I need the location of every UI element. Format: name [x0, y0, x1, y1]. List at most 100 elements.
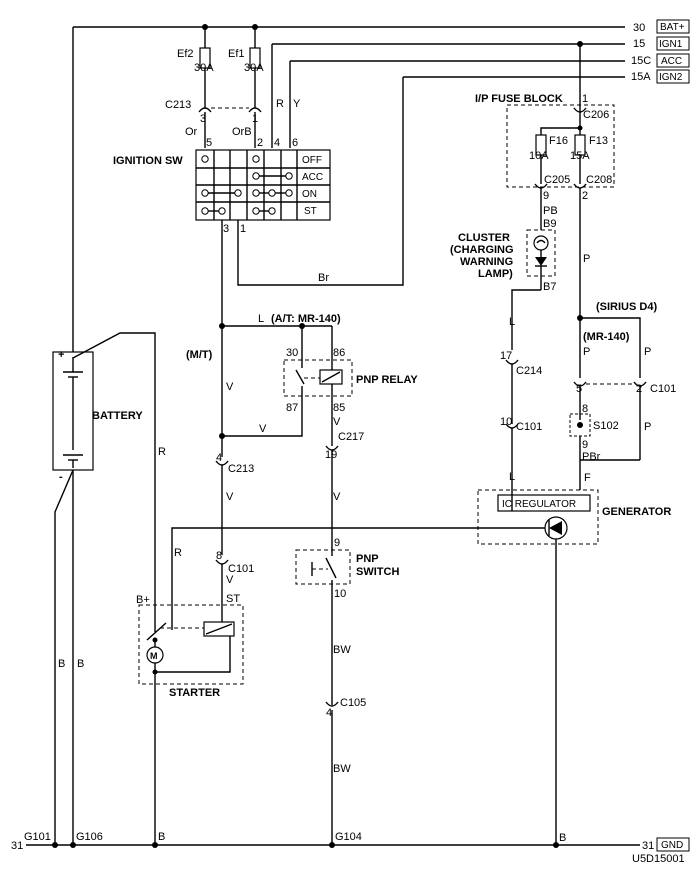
ip-fuse-block: I/P FUSE BLOCK 1 C206 F16 10A F13 15A C2…	[475, 44, 615, 202]
connector-c101-l-label: C101	[516, 421, 542, 433]
generator-title: GENERATOR	[602, 506, 671, 518]
wire-color-orb: OrB	[232, 126, 252, 138]
connector-c205-label: C205	[544, 174, 570, 186]
battery-title: BATTERY	[92, 410, 143, 422]
c101-pin-5: 5	[576, 383, 582, 395]
terminal-ign1: 15 IGN1	[633, 36, 690, 51]
c214-pin: 17	[500, 350, 512, 362]
c101-starter-pin: 8	[216, 550, 222, 562]
terminal-acc: 15C ACC	[631, 53, 690, 68]
cluster-charging-lamp: PB B9 CLUSTER (CHARGING WARNING LAMP) B7	[450, 188, 558, 293]
fuse-ef2: Ef2 30A	[177, 27, 214, 108]
starter-motor-label: M	[150, 651, 158, 661]
c205-pin-9: 9	[543, 190, 549, 202]
document-code: U5D15001	[632, 853, 685, 865]
c208-pin-2: 2	[582, 190, 588, 202]
connector-c105: C105 4 BW	[325, 697, 366, 845]
fuse-f13-name: F13	[589, 135, 608, 147]
ign-pin-4: 4	[274, 137, 280, 149]
fuse-ef1-rating: 30A	[244, 62, 264, 74]
wire-color-p3: P	[644, 346, 651, 358]
relay-pin-86: 86	[333, 347, 345, 359]
wire-color-pbr: PBr	[582, 451, 601, 463]
s102-pin-8: 8	[582, 403, 588, 415]
wire-color-p1: P	[583, 253, 590, 265]
terminal-ign2-label: IGN2	[659, 72, 683, 83]
starter-st-label: ST	[226, 593, 240, 605]
starter: B+ STARTER R M	[136, 527, 478, 845]
ign-position-off: OFF	[302, 155, 322, 166]
terminal-ign1-number: 15	[633, 38, 645, 50]
connector-c213-lower-label: C213	[228, 463, 254, 475]
wire-color-p2: P	[583, 346, 590, 358]
terminal-bat-label: BAT+	[660, 22, 685, 33]
fuse-f16-rating: 10A	[529, 150, 549, 162]
wire-color-r-top: R	[276, 98, 284, 110]
starter-title: STARTER	[169, 687, 220, 699]
cluster-title-2: (CHARGING	[450, 244, 514, 256]
wire-color-v3: V	[333, 416, 341, 428]
fuse-ef1: Ef1 30A	[228, 27, 264, 108]
battery-minus: -	[59, 471, 63, 483]
pnp-switch-title-1: PNP	[356, 553, 379, 565]
relay-pin-87: 87	[286, 402, 298, 414]
terminal-bat: 30 BAT+	[633, 19, 690, 34]
variant-sirius: (SIRIUS D4)	[596, 301, 657, 313]
ign-position-on: ON	[302, 189, 317, 200]
cluster-pin-b9: B9	[543, 218, 556, 230]
terminal-acc-label: ACC	[661, 56, 682, 67]
cluster-title-4: LAMP)	[478, 268, 513, 280]
fuse-block-pin-1: 1	[582, 93, 588, 105]
wire-color-y-top: Y	[293, 98, 301, 110]
fuse-ef2-name: Ef2	[177, 48, 194, 60]
wire-color-r-starter: R	[174, 547, 182, 559]
connector-c101-pp-label: C101	[650, 383, 676, 395]
wire-color-v1: V	[226, 381, 234, 393]
wire-color-l2: L	[509, 471, 515, 483]
connector-c208-label: C208	[586, 174, 612, 186]
c213-lower-pin: 4	[216, 452, 222, 464]
wire-color-bw2: BW	[333, 763, 351, 775]
connector-c206-label: C206	[583, 109, 609, 121]
terminal-gnd-label: GND	[661, 840, 683, 851]
fuse-block-title: I/P FUSE BLOCK	[475, 93, 563, 105]
connector-c101-l: 10 C101 L	[500, 416, 542, 490]
connector-c213-label: C213	[165, 99, 191, 111]
connector-c101-pp: 5 2 C101	[573, 381, 676, 395]
connector-c214-label: C214	[516, 365, 542, 377]
ic-regulator-label: IC REGULATOR	[502, 499, 576, 510]
terminal-ign1-label: IGN1	[659, 39, 683, 50]
terminal-gnd-number: 31	[642, 840, 654, 852]
relay-pin-85: 85	[333, 402, 345, 414]
ground-g101: G101	[24, 831, 51, 843]
starter-b-plus: B+	[136, 594, 150, 606]
connector-c105-label: C105	[340, 697, 366, 709]
pnp-switch-title-2: SWITCH	[356, 566, 399, 578]
ignition-switch-title: IGNITION SW	[113, 155, 183, 167]
wire-color-l-top: L	[258, 313, 264, 325]
ign-pin-6: 6	[292, 137, 298, 149]
battery: + - BATTERY R B B	[52, 27, 166, 845]
fuse-ef2-rating: 30A	[194, 62, 214, 74]
wire-color-or: Or	[185, 126, 198, 138]
ground-bus: 31 G101 G106 B G104 31 GND U5D15001	[11, 831, 690, 865]
splice-s102: 8 S102 9 PBr F	[569, 403, 640, 490]
connector-c101-starter: 8 C101 V ST	[215, 550, 254, 622]
wire-color-p4: P	[644, 421, 651, 433]
wire-color-b2: B	[77, 658, 84, 670]
wire-color-f: F	[584, 472, 591, 484]
c105-pin: 4	[326, 707, 332, 719]
splice-s102-label: S102	[593, 420, 619, 432]
wire-color-v5: V	[226, 491, 234, 503]
pnp-relay: 30 86 PNP RELAY 87 85	[283, 323, 418, 414]
c217-pin: 19	[325, 449, 337, 461]
pnp-switch: 9 PNP SWITCH 10 BW	[295, 537, 399, 705]
pnp-pin-9: 9	[334, 537, 340, 549]
terminal-bat-number: 30	[633, 22, 645, 34]
c101-pin-2: 2	[636, 383, 642, 395]
terminal-acc-number: 15C	[631, 55, 651, 67]
wire-color-v4: V	[333, 491, 341, 503]
wire-color-r-battery: R	[158, 446, 166, 458]
terminal-ign2-number: 15A	[631, 71, 651, 83]
